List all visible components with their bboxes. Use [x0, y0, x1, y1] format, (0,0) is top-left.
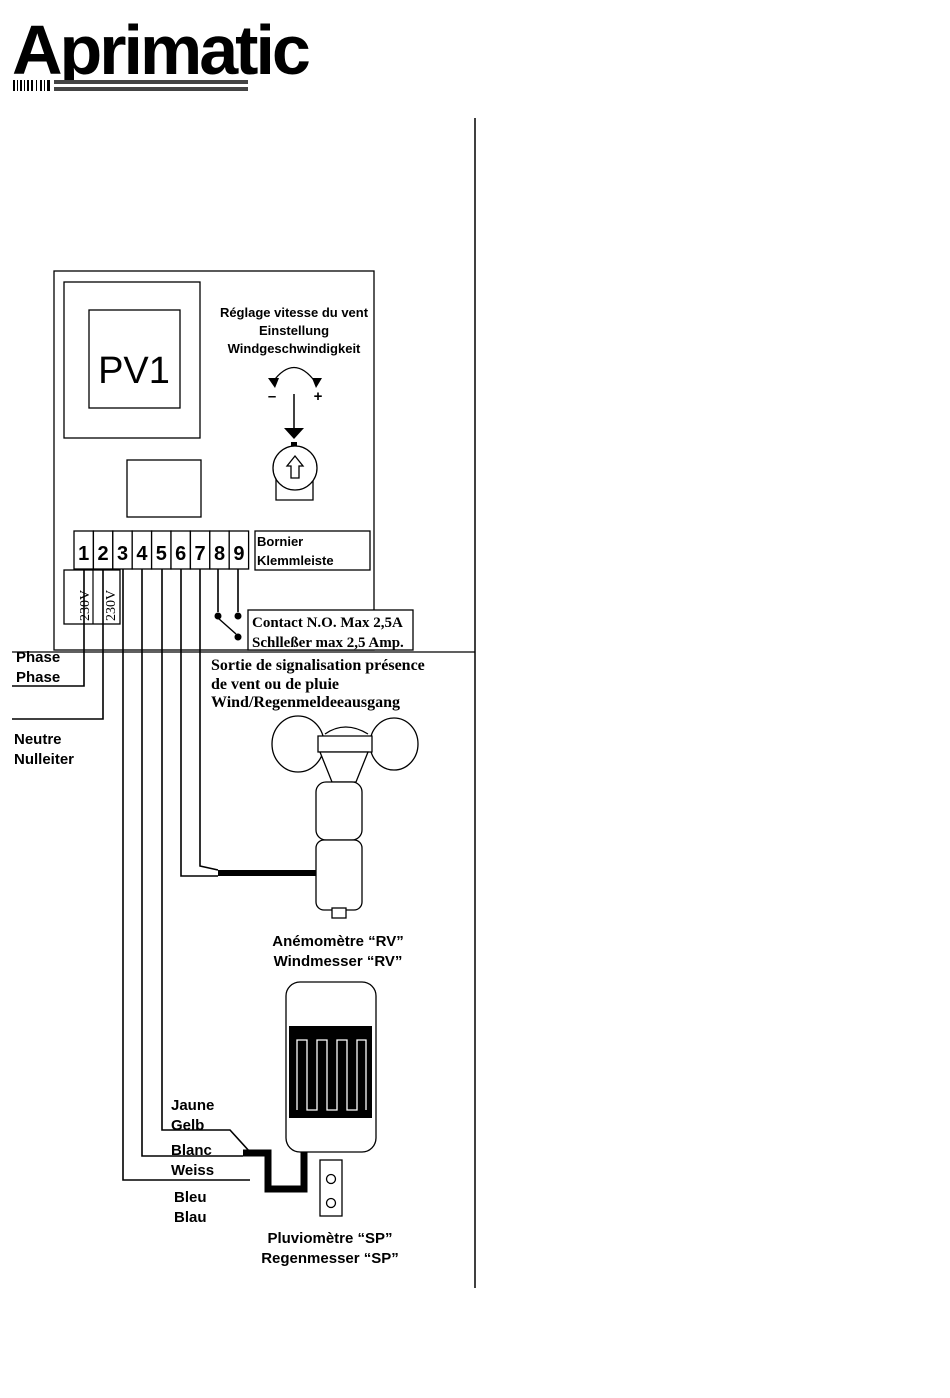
logo-wordmark: Aprimatic	[12, 11, 309, 89]
phase-wire	[12, 569, 85, 687]
logo-barcode-stripe	[13, 80, 248, 91]
contact-terminal-8	[214, 612, 222, 620]
rain-gauge-sensing-plate	[289, 1026, 372, 1118]
wire-blue-fr: Bleu	[174, 1189, 207, 1206]
anemometer-label-de: Windmesser “RV”	[274, 953, 403, 970]
blue-wire	[122, 569, 250, 1181]
sensing-grid-pattern	[296, 1039, 367, 1111]
contact-rating-fr: Contact N.O. Max 2,5A	[252, 615, 403, 631]
registered-mark: ®	[247, 65, 254, 75]
voltage-label-2: 230V	[104, 590, 119, 621]
neutral-label-de: Nulleiter	[14, 751, 74, 768]
up-arrow-icon	[285, 454, 305, 479]
contact-rating-box	[247, 609, 414, 651]
wind-speed-adjust-de2: Windgeschwindigkeit	[228, 341, 361, 356]
white-wire	[141, 569, 243, 1157]
wire-yellow-de: Gelb	[171, 1117, 204, 1134]
wire-white-fr: Blanc	[171, 1142, 212, 1159]
terminal-number-9: 9	[233, 543, 244, 565]
rain-gauge-label-fr: Pluviomètre “SP”	[267, 1230, 392, 1247]
terminal-number-5: 5	[156, 543, 167, 565]
neutral-wire	[12, 569, 104, 720]
terminal-number-8: 8	[214, 543, 225, 565]
signal-output-line3: Wind/Regenmeldeeausgang	[211, 694, 400, 711]
wire-blue-de: Blau	[174, 1209, 207, 1226]
phase-label-de: Phase	[16, 669, 60, 686]
anemometer-wire-6	[180, 569, 218, 877]
anemometer-sensor	[271, 715, 419, 919]
anemometer-label-fr: Anémomètre “RV”	[272, 933, 403, 950]
switch-blade-icon	[217, 617, 237, 635]
terminal-block-fr: Bornier	[257, 534, 303, 549]
wind-speed-adjust-de1: Einstellung	[259, 323, 329, 338]
terminal-block-de: Klemmleiste	[257, 553, 334, 568]
contact-rating-de: Schlleßer max 2,5 Amp.	[252, 635, 404, 651]
anemometer-wire-7	[199, 569, 219, 871]
pv1-label: PV1	[98, 350, 170, 392]
pv1-module-inner	[88, 309, 181, 409]
terminal-number-7: 7	[195, 543, 206, 565]
terminal-number-6: 6	[175, 543, 186, 565]
terminal-number-3: 3	[117, 543, 128, 565]
terminal-9	[228, 530, 250, 570]
anemometer-cup-left	[271, 715, 325, 773]
rotation-arrow-icon	[268, 367, 322, 388]
anemometer-body-lower	[315, 839, 363, 911]
wire-yellow-fr: Jaune	[171, 1097, 214, 1114]
signal-output-line1: Sortie de signalisation présence	[211, 657, 425, 674]
wire-white-de: Weiss	[171, 1162, 214, 1179]
rain-gauge-bracket	[319, 1159, 343, 1217]
potentiometer-trimmer[interactable]	[272, 442, 318, 501]
yellow-wire	[161, 569, 251, 1153]
terminal-number-4: 4	[136, 543, 148, 565]
down-arrow-head-icon	[284, 428, 304, 439]
rain-gauge-sensor	[285, 981, 377, 1217]
minus-sign: –	[268, 388, 276, 405]
rain-gauge-label-de: Regenmesser “SP”	[261, 1250, 399, 1267]
anemometer-body-upper	[315, 781, 363, 841]
neutral-label-fr: Neutre	[14, 731, 62, 748]
voltage-label-1: 230V	[78, 590, 93, 621]
contact-terminal-9	[234, 612, 242, 620]
anemometer-cup-right	[369, 717, 419, 771]
aprimatic-logo: Aprimatic ®	[12, 11, 312, 91]
terminal-block-label-box	[254, 530, 371, 571]
phase-label-fr: Phase	[16, 649, 60, 666]
voltage-box	[63, 569, 121, 625]
signal-output-line2: de vent ou de pluie	[211, 676, 339, 693]
relay-component	[126, 459, 202, 518]
plus-sign: +	[314, 388, 323, 405]
rain-gauge-cable	[243, 1149, 308, 1193]
wind-speed-adjust-fr: Réglage vitesse du vent	[220, 305, 369, 320]
terminal-number-2: 2	[98, 543, 109, 565]
terminal-number-1: 1	[78, 543, 89, 565]
